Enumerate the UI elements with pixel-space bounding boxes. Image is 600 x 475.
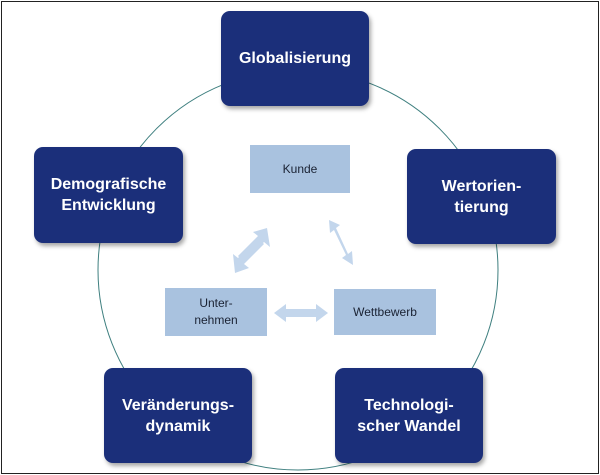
factor-veraenderungsdynamik: Veränderungs- dynamik [104, 368, 252, 463]
factor-technologischer-wandel-label-line1: Technologi- [364, 396, 454, 414]
arrow-kunde-wettbewerb [329, 220, 353, 265]
factor-wertorientierung-label-line1: Wertorien- [441, 177, 522, 195]
factor-veraenderungsdynamik-label-line2: dynamik [145, 417, 211, 435]
factor-demografische-entwicklung-label-line1: Demografische [50, 176, 167, 193]
factor-technologischer-wandel: Technologi- scher Wandel [335, 368, 483, 463]
inner-box-unternehmen: Unter- nehmen [165, 288, 267, 336]
factor-demografische-entwicklung: Demografische Entwicklung [34, 147, 183, 243]
arrow-unternehmen-wettbewerb [274, 304, 328, 322]
inner-box-wettbewerb: Wettbewerb [334, 289, 436, 335]
factor-demografische-entwicklung-label-line2: Entwicklung [61, 197, 156, 214]
factor-wertorientierung-label-line2: tierung [454, 198, 509, 216]
factor-globalisierung-label: Globalisierung [238, 50, 351, 67]
factor-veraenderungsdynamik-label-line1: Veränderungs- [121, 396, 235, 414]
factor-technologischer-wandel-label-line2: scher Wandel [357, 417, 461, 435]
inner-box-kunde-label: Kunde [282, 161, 318, 176]
inner-box-kunde: Kunde [250, 145, 350, 193]
factor-wertorientierung: Wertorien- tierung [407, 149, 556, 244]
inner-box-unternehmen-label-line2: nehmen [194, 313, 238, 327]
inner-box-wettbewerb-label: Wettbewerb [353, 304, 417, 319]
inner-box-unternehmen-label-line1: Unter- [199, 296, 233, 310]
factor-globalisierung: Globalisierung [221, 11, 369, 106]
arrow-kunde-unternehmen [233, 228, 270, 273]
